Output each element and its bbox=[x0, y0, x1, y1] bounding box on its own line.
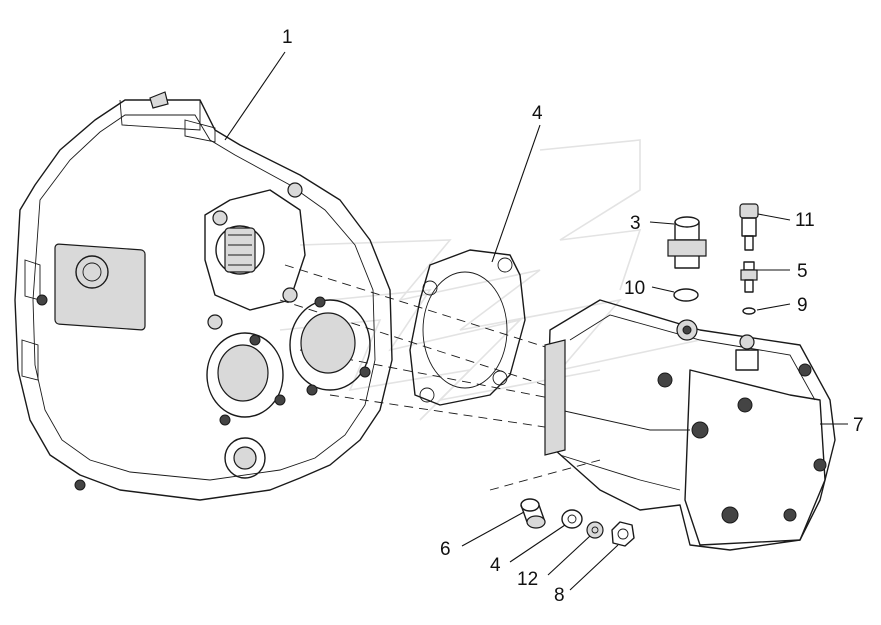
callout-4-washer: 4 bbox=[490, 555, 501, 576]
callout-4-gasket: 4 bbox=[532, 103, 543, 124]
callout-1: 1 bbox=[282, 27, 293, 48]
callout-8: 8 bbox=[554, 585, 565, 606]
leader-lines bbox=[224, 51, 848, 591]
callout-12: 12 bbox=[517, 569, 538, 590]
part-7-pump bbox=[544, 299, 836, 551]
callout-5: 5 bbox=[797, 261, 808, 282]
part-8-nut bbox=[611, 521, 635, 547]
part-3-fitting bbox=[667, 216, 707, 269]
part-4-washer bbox=[561, 509, 583, 529]
part-12-lock-washer bbox=[586, 521, 604, 539]
callout-6: 6 bbox=[440, 539, 451, 560]
part-9-washer bbox=[742, 307, 756, 315]
part-1-housing bbox=[14, 91, 393, 501]
part-10-o-ring bbox=[673, 288, 699, 302]
callout-7: 7 bbox=[853, 415, 864, 436]
callout-11: 11 bbox=[795, 210, 815, 231]
part-4-gasket bbox=[409, 249, 526, 406]
part-6-bushing bbox=[520, 498, 546, 529]
part-11-sensor bbox=[739, 203, 759, 251]
part-5-nipple bbox=[740, 261, 758, 293]
callouts: 1 4 3 11 10 5 9 7 6 4 12 8 bbox=[282, 27, 864, 606]
callout-10: 10 bbox=[624, 278, 645, 299]
callout-9: 9 bbox=[797, 295, 808, 316]
callout-3: 3 bbox=[630, 213, 641, 234]
